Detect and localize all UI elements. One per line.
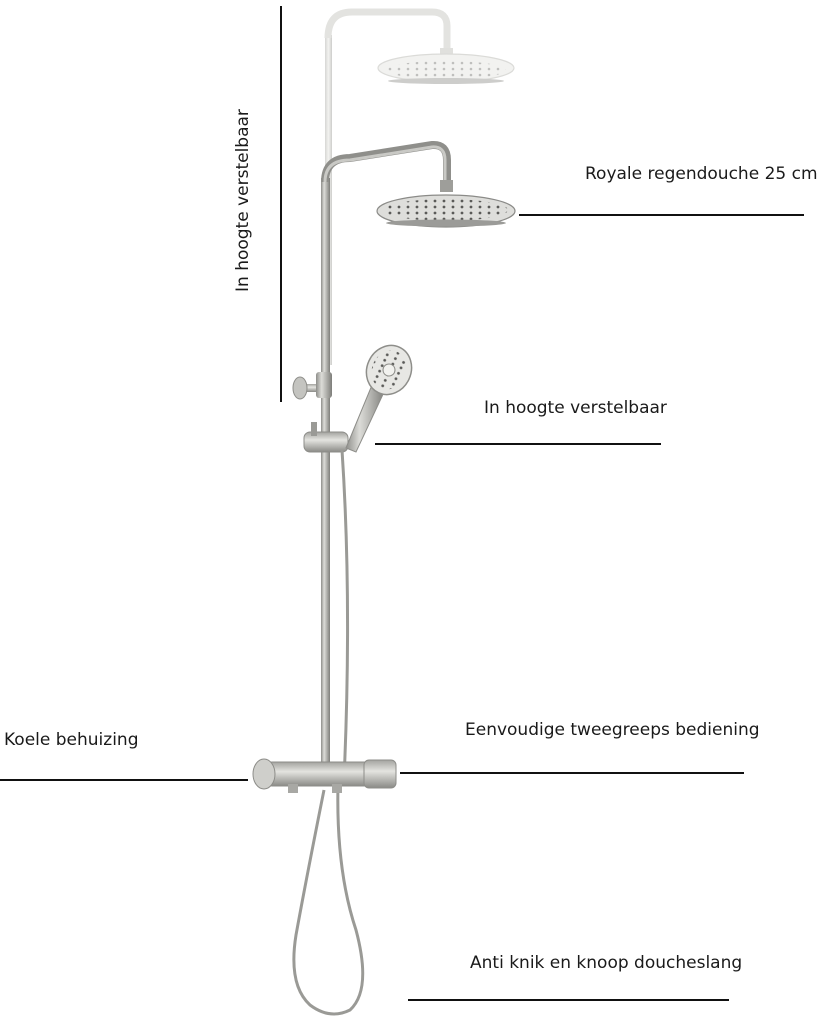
- hand-shower-holder: [303, 422, 349, 453]
- riser-pipe: [321, 178, 330, 778]
- hand-shower: [345, 344, 413, 453]
- label-hose: Anti knik en knoop doucheslang: [470, 953, 743, 973]
- thermostatic-mixer: [252, 758, 397, 793]
- label-rain-shower: Royale regendouche 25 cm: [585, 164, 818, 184]
- shower-hose: [292, 449, 365, 1016]
- label-height-adjustable-vertical: In hoogte verstelbaar: [233, 109, 253, 292]
- upper-position-ghost: [324, 8, 515, 365]
- label-two-handle-control: Eenvoudige tweegreeps bediening: [465, 720, 760, 740]
- shower-arm: [321, 140, 453, 192]
- rain-shower-head: [376, 194, 516, 228]
- label-height-adjustable-hand: In hoogte verstelbaar: [484, 398, 667, 418]
- label-cool-housing: Koele behuizing: [4, 730, 139, 750]
- wall-bracket: [292, 372, 332, 400]
- leader-lines: [0, 214, 804, 1001]
